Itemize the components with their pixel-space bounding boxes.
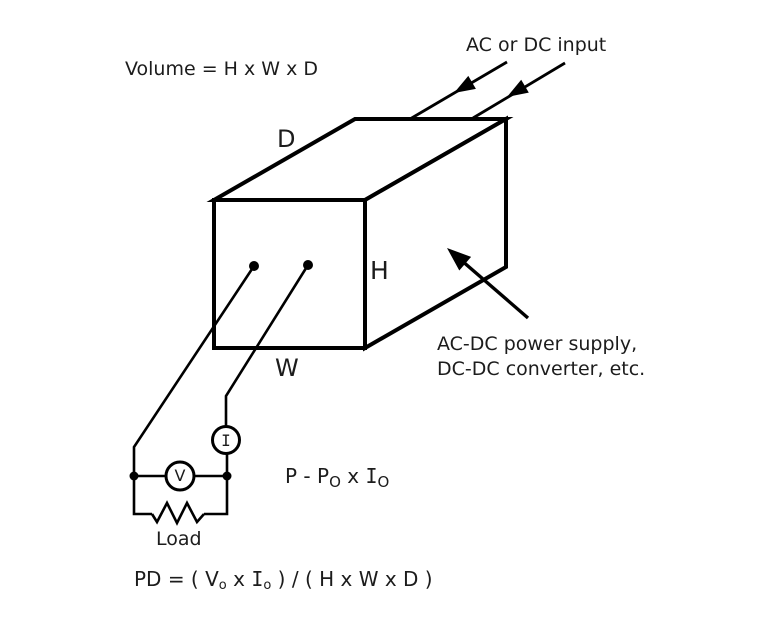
supply-description-line1: AC-DC power supply, (437, 333, 638, 355)
power-supply-box (206, 115, 514, 352)
input-arrowhead-2 (507, 79, 529, 97)
power-density-sub2: o (263, 577, 272, 593)
height-dimension-label: H (370, 256, 389, 285)
power-density-part1: PD = ( V (134, 567, 219, 591)
output-power-current-symbol: I (365, 464, 378, 488)
junction-dot-left (129, 471, 139, 481)
ammeter-circle (211, 425, 241, 455)
terminal-dot-2 (303, 260, 313, 270)
pointer-arrow-shaft (459, 258, 530, 320)
box-front-face (212, 198, 367, 350)
voltmeter-label: V (174, 466, 186, 485)
junction-dot-right (222, 471, 232, 481)
depth-dimension-label: D (277, 125, 296, 153)
terminal-dot-1 (249, 261, 259, 271)
ammeter-label: I (221, 431, 231, 450)
power-density-part2: x (226, 567, 252, 591)
pointer-arrowhead (447, 248, 472, 271)
output-power-part2: x (340, 464, 366, 488)
wire-right-branch (204, 453, 229, 516)
supply-description-label: AC-DC power supply, DC-DC converter, etc… (437, 332, 645, 382)
output-power-formula: P - PO x IO (285, 464, 390, 491)
input-lines (409, 60, 566, 121)
output-power-sub1: O (329, 472, 341, 491)
volume-formula-label: Volume = H x W x D (125, 58, 319, 80)
power-density-part3: ) / ( H x W x D ) (271, 567, 433, 591)
load-label: Load (156, 528, 202, 550)
output-power-part1: P - P (285, 464, 330, 488)
output-power-sub2: O (377, 472, 390, 491)
wire-from-terminal-2 (224, 264, 310, 427)
power-density-current-symbol: I (251, 567, 264, 591)
input-arrowhead-1 (454, 75, 476, 93)
voltmeter-circle (164, 460, 196, 492)
width-dimension-label: W (275, 354, 299, 382)
power-density-sub1: o (218, 577, 227, 593)
power-density-formula: PD = ( Vo x Io ) / ( H x W x D ) (134, 567, 433, 593)
supply-description-line2: DC-DC converter, etc. (437, 358, 646, 380)
resistor (150, 500, 205, 526)
ac-dc-input-label: AC or DC input (466, 34, 607, 56)
circuit-wires (132, 264, 310, 526)
